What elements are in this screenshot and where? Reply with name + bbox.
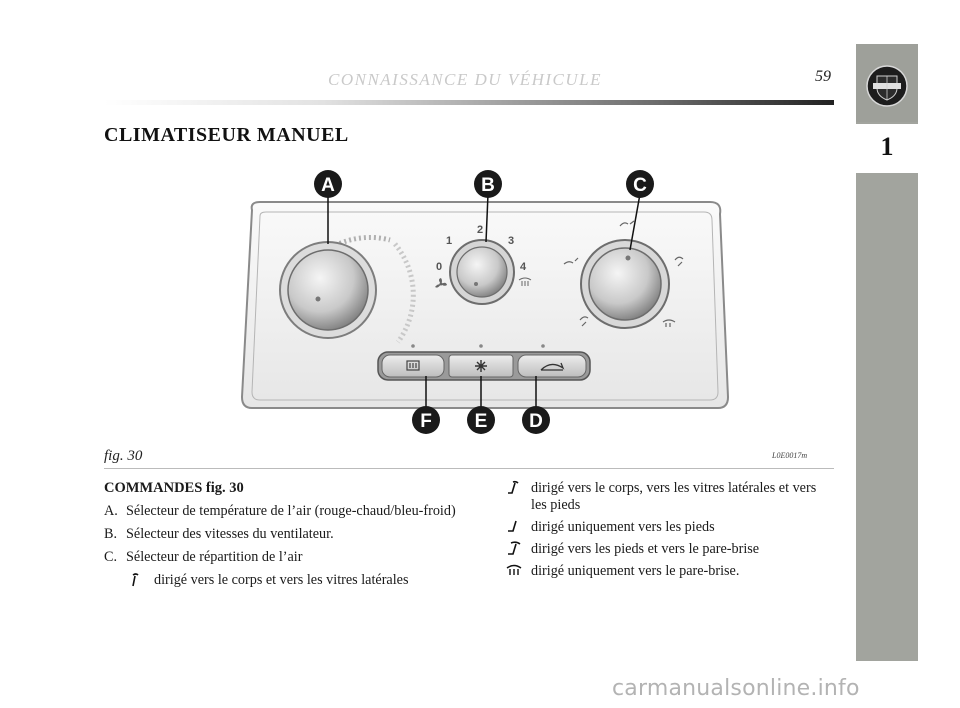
svg-text:A: A xyxy=(321,175,335,196)
air-face-icon xyxy=(128,572,154,588)
item-key: A. xyxy=(104,503,118,519)
fan-icon xyxy=(435,278,447,288)
mode-item: dirigé uniquement vers le pare-brise. xyxy=(505,563,835,580)
windscreen-defrost-icon xyxy=(505,563,531,579)
svg-text:D: D xyxy=(529,411,543,432)
fan-scale-2: 2 xyxy=(477,224,483,236)
figure-caption: fig. 30 xyxy=(104,448,143,464)
svg-text:F: F xyxy=(420,411,432,432)
fan-scale-1: 1 xyxy=(446,235,452,247)
list-item: B. Sélecteur des vitesses du ventilateur… xyxy=(104,526,474,543)
controls-column-left: COMMANDES fig. 30 A. Sélecteur de tempér… xyxy=(104,480,474,595)
callout-a: A xyxy=(314,170,342,198)
running-head: CONNAISSANCE DU VÉHICULE xyxy=(328,70,602,89)
mode-item: dirigé vers le corps, vers les vitres la… xyxy=(505,480,835,514)
mode-text: dirigé uniquement vers le pare-brise. xyxy=(531,563,740,579)
section-title: CLIMATISEUR MANUEL xyxy=(104,124,349,146)
item-text: Sélecteur de température de l’air (rouge… xyxy=(126,503,456,519)
chapter-number: 1 xyxy=(856,124,918,170)
rear-defrost-icon xyxy=(406,360,420,371)
svg-text:C: C xyxy=(633,175,647,196)
mode-text: dirigé vers le corps, vers les vitres la… xyxy=(531,480,817,513)
callout-d: D xyxy=(522,406,550,434)
air-feet-windscreen-icon xyxy=(505,541,531,557)
mode-text: dirigé vers le corps et vers les vitres … xyxy=(154,572,409,588)
side-tab-separator xyxy=(856,170,918,173)
caption-rule xyxy=(104,468,834,469)
mode-item: dirigé vers les pieds et vers le pare-br… xyxy=(505,541,835,558)
fan-scale-4: 4 xyxy=(520,261,527,273)
callout-c: C xyxy=(626,170,654,198)
controls-title: COMMANDES fig. 30 xyxy=(104,480,244,496)
mode-item: dirigé vers le corps et vers les vitres … xyxy=(128,572,474,589)
defrost-small-icon xyxy=(518,277,532,286)
mode-text: dirigé vers les pieds et vers le pare-br… xyxy=(531,541,760,557)
distribution-face-icon xyxy=(563,220,684,327)
figure-code: L0E0017m xyxy=(772,451,808,460)
svg-text:B: B xyxy=(481,175,495,196)
fan-scale-3: 3 xyxy=(508,235,514,247)
controls-column-right: dirigé vers le corps, vers les vitres la… xyxy=(505,480,835,585)
item-text: Sélecteur des vitesses du ventilateur. xyxy=(126,526,334,542)
list-item: C. Sélecteur de répartition de l’air xyxy=(104,549,474,566)
svg-text:E: E xyxy=(475,411,488,432)
item-key: B. xyxy=(104,526,118,542)
callout-f: F xyxy=(412,406,440,434)
watermark: carmanualsonline.info xyxy=(612,676,860,701)
air-face-feet-icon xyxy=(505,480,531,496)
lancia-shield-icon xyxy=(866,65,908,107)
climate-control-panel-figure: 0 1 2 3 4 A B xyxy=(240,170,730,434)
air-feet-icon xyxy=(505,519,531,535)
list-item: A. Sélecteur de température de l’air (ro… xyxy=(104,503,474,520)
callout-b: B xyxy=(474,170,502,198)
item-key: C. xyxy=(104,549,118,565)
fan-scale-0: 0 xyxy=(436,261,442,273)
page-number: 59 xyxy=(815,68,831,85)
recirculation-icon xyxy=(540,362,565,371)
mode-item: dirigé uniquement vers les pieds xyxy=(505,519,835,536)
ac-snowflake-icon xyxy=(475,360,487,372)
header-rule xyxy=(104,100,834,105)
mode-text: dirigé uniquement vers les pieds xyxy=(531,519,715,535)
item-text: Sélecteur de répartition de l’air xyxy=(126,549,303,565)
callout-e: E xyxy=(467,406,495,434)
